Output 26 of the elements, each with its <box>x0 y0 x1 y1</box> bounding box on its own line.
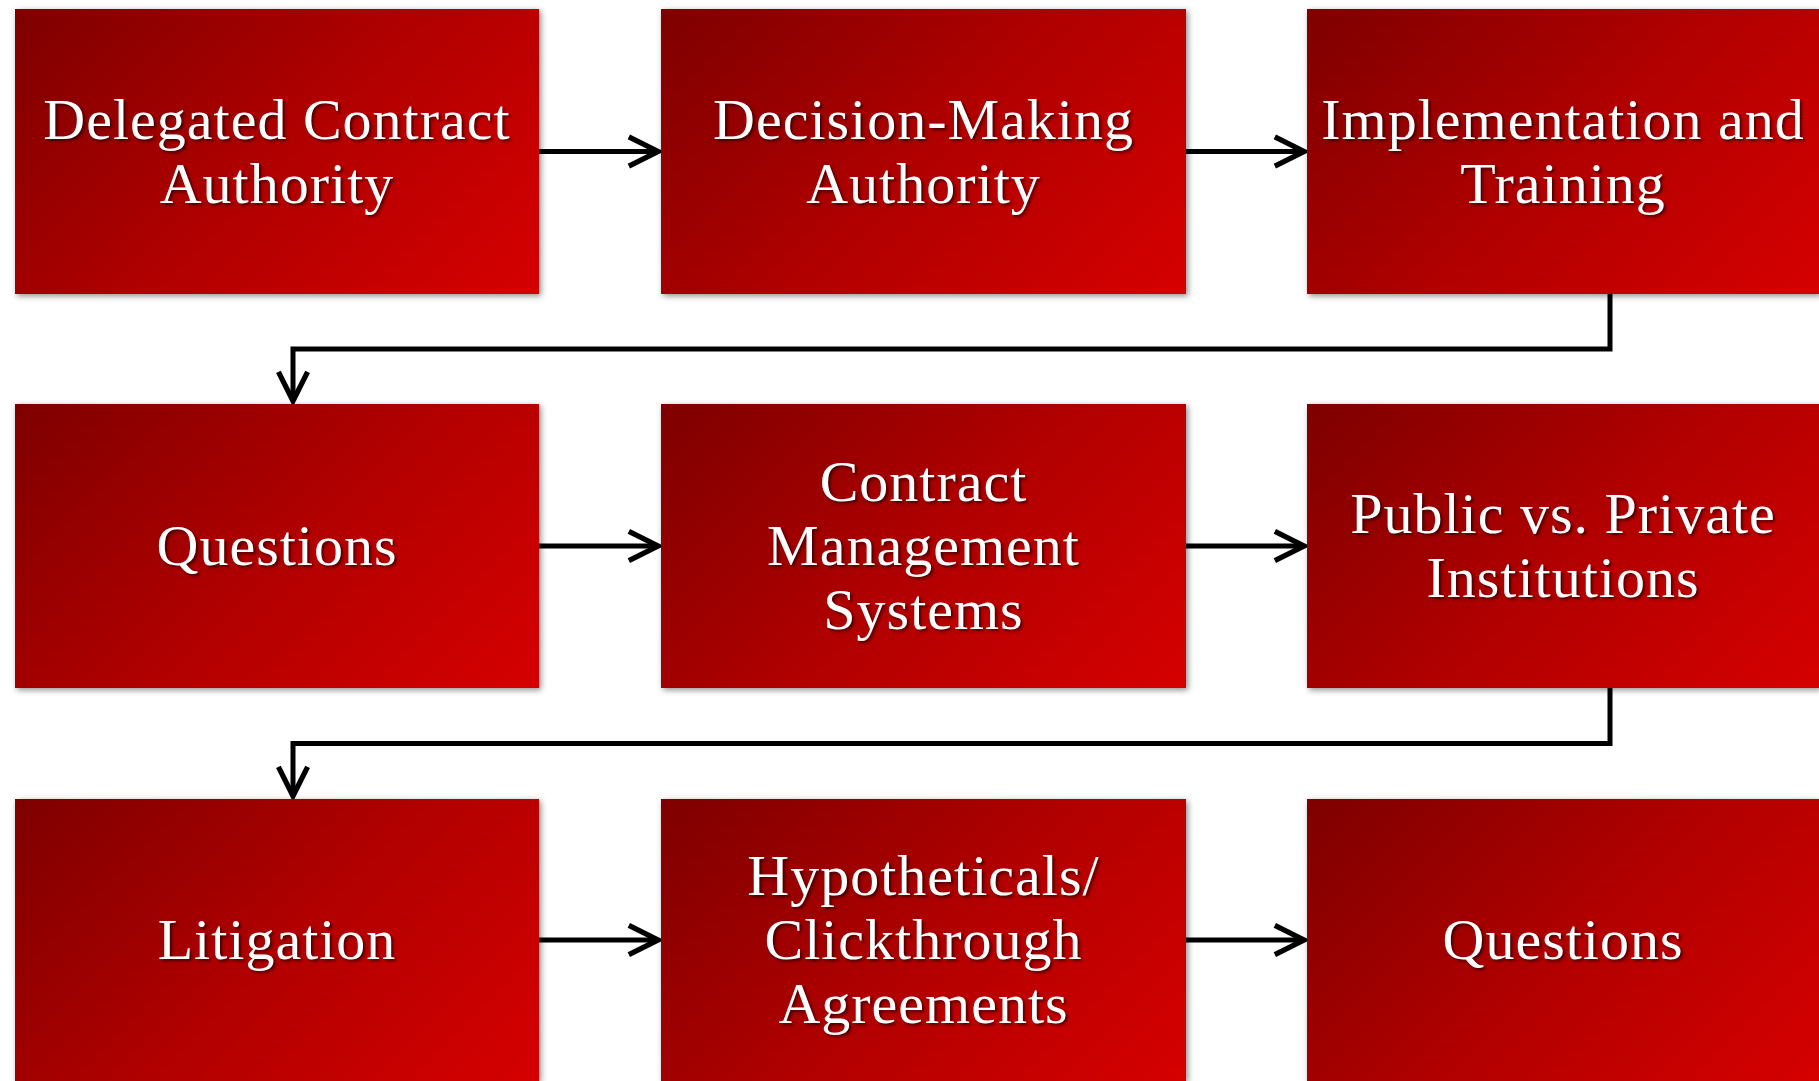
process-box <box>15 404 539 688</box>
arrow <box>1186 528 1307 564</box>
process-box <box>15 9 539 294</box>
arrow <box>539 528 661 564</box>
box-label: Litigation <box>157 908 397 972</box>
box-label: Decision-Making Authority <box>712 87 1135 216</box>
process-box <box>1307 404 1819 688</box>
arrow <box>1186 922 1307 958</box>
box-label: Contract Management Systems <box>766 450 1081 642</box>
box-label: Hypotheticals/ Clickthrough Agreements <box>746 844 1101 1036</box>
box-label: Public vs. Private Institutions <box>1349 482 1777 610</box>
arrow <box>275 688 1613 799</box>
process-box <box>1307 9 1819 294</box>
process-box <box>1307 799 1819 1081</box>
process-box <box>661 9 1186 294</box>
box-label: Questions <box>1442 908 1684 972</box>
process-box <box>15 799 539 1081</box>
process-box <box>661 404 1186 688</box>
arrow <box>275 294 1613 404</box>
box-label: Questions <box>156 514 398 578</box>
box-label: Implementation and Training <box>1320 87 1806 216</box>
box-label: Delegated Contract Authority <box>42 87 512 216</box>
arrow <box>539 922 661 958</box>
process-box <box>661 799 1186 1081</box>
arrow <box>1186 134 1307 169</box>
arrow <box>539 134 661 169</box>
